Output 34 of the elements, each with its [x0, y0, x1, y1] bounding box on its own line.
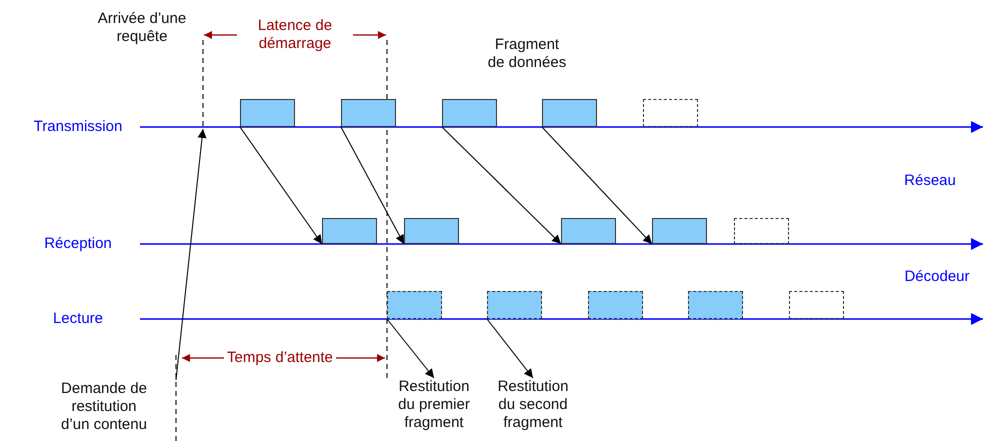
- data-fragment-box: [561, 218, 616, 244]
- data-fragment-box: [341, 99, 396, 127]
- axis-label: Transmission: [32, 118, 124, 136]
- arrow: [340, 126, 404, 244]
- data-fragment-box: [387, 291, 442, 319]
- dimension-label: Temps d’attente: [224, 349, 336, 367]
- arrow: [486, 318, 534, 378]
- empty-fragment-box: [789, 291, 844, 319]
- event-note: Arrivée d’une requête: [96, 10, 188, 46]
- data-fragment-box: [487, 291, 542, 319]
- data-fragment-box: [240, 99, 295, 127]
- event-note: Restitution du second fragment: [496, 378, 570, 432]
- axis-label: Lecture: [52, 310, 104, 328]
- data-fragment-box: [652, 218, 707, 244]
- empty-fragment-box: [643, 99, 698, 127]
- arrow: [176, 128, 206, 380]
- data-fragment-box: [404, 218, 459, 244]
- zone-label: Réseau: [903, 172, 957, 190]
- arrow: [442, 126, 562, 244]
- callout-label: Fragment de données: [486, 36, 568, 72]
- arrow: [542, 126, 652, 244]
- data-fragment-box: [588, 291, 643, 319]
- empty-fragment-box: [734, 218, 789, 244]
- data-fragment-box: [442, 99, 497, 127]
- data-fragment-box: [688, 291, 743, 319]
- dimension-label: Latence de démarrage: [237, 17, 353, 53]
- data-fragment-box: [322, 218, 377, 244]
- axis-label: Réception: [43, 235, 113, 253]
- data-fragment-box: [542, 99, 597, 127]
- arrow: [240, 126, 322, 244]
- arrow: [386, 318, 434, 378]
- event-note: Demande de restitution d’un contenu: [60, 380, 148, 434]
- zone-label: Décodeur: [903, 268, 971, 286]
- event-note: Restitution du premier fragment: [397, 378, 471, 432]
